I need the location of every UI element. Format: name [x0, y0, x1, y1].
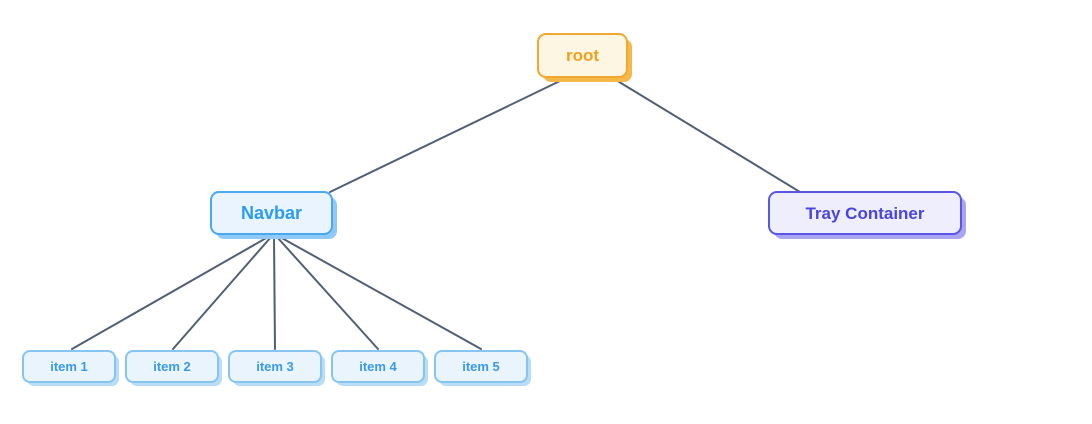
node-navbar[interactable]: Navbar	[210, 191, 333, 235]
edge-navbar-to-item-5	[279, 236, 482, 350]
node-item-3[interactable]: item 3	[228, 350, 322, 383]
node-item-2-label: item 2	[153, 359, 191, 374]
edge-navbar-to-item-1	[71, 236, 269, 350]
node-navbar-label: Navbar	[240, 203, 303, 223]
node-item-3-label: item 3	[256, 359, 294, 374]
node-item-1-label: item 1	[50, 359, 88, 374]
node-item-4-label: item 4	[359, 359, 397, 374]
edge-navbar-to-item-4	[276, 236, 379, 350]
node-root-label: root	[565, 46, 600, 65]
node-item-4[interactable]: item 4	[331, 350, 425, 383]
edge-root-to-navbar	[329, 79, 563, 193]
edge-navbar-to-item-3	[273, 236, 276, 350]
node-item-2[interactable]: item 2	[125, 350, 219, 383]
node-root[interactable]: root	[537, 33, 628, 78]
node-tray-container-label: Tray Container	[805, 203, 925, 223]
node-tray-container[interactable]: Tray Container	[768, 191, 962, 235]
node-item-5-label: item 5	[462, 359, 500, 374]
edge-navbar-to-item-2	[172, 236, 272, 350]
node-item-1[interactable]: item 1	[22, 350, 116, 383]
edge-root-to-tray	[615, 79, 801, 193]
node-item-5[interactable]: item 5	[434, 350, 528, 383]
